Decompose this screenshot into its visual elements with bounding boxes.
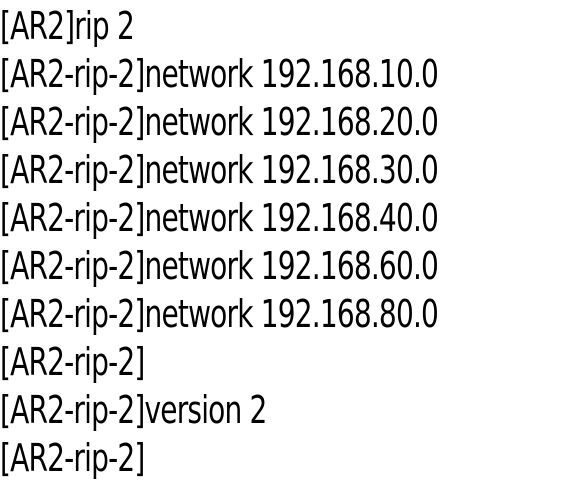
terminal-line-5: [AR2-rip-2]network 192.168.40.0	[0, 194, 466, 242]
command-text: rip 2	[74, 4, 135, 48]
terminal-line-9: [AR2-rip-2]version 2	[0, 386, 466, 434]
command-text: version 2	[144, 388, 268, 432]
terminal-line-8: [AR2-rip-2]	[0, 338, 466, 386]
prompt: [AR2-rip-2]	[0, 292, 145, 336]
prompt: [AR2-rip-2]	[0, 436, 145, 480]
command-text: network 192.168.80.0	[144, 292, 439, 336]
command-text: network 192.168.40.0	[144, 196, 439, 240]
terminal-line-7: [AR2-rip-2]network 192.168.80.0	[0, 290, 466, 338]
command-text: network 192.168.20.0	[144, 100, 439, 144]
command-text: network 192.168.60.0	[144, 244, 439, 288]
prompt: [AR2-rip-2]	[0, 148, 145, 192]
terminal-line-4: [AR2-rip-2]network 192.168.30.0	[0, 146, 466, 194]
command-text: network 192.168.10.0	[144, 52, 439, 96]
terminal-line-10: [AR2-rip-2]	[0, 434, 466, 482]
terminal-line-6: [AR2-rip-2]network 192.168.60.0	[0, 242, 466, 290]
prompt: [AR2-rip-2]	[0, 388, 145, 432]
terminal-line-3: [AR2-rip-2]network 192.168.20.0	[0, 98, 466, 146]
prompt: [AR2]	[0, 4, 75, 48]
prompt: [AR2-rip-2]	[0, 244, 145, 288]
terminal-line-1: [AR2]rip 2	[0, 2, 466, 50]
prompt: [AR2-rip-2]	[0, 52, 145, 96]
prompt: [AR2-rip-2]	[0, 340, 145, 384]
prompt: [AR2-rip-2]	[0, 100, 145, 144]
terminal-line-2: [AR2-rip-2]network 192.168.10.0	[0, 50, 466, 98]
command-text: network 192.168.30.0	[144, 148, 439, 192]
prompt: [AR2-rip-2]	[0, 196, 145, 240]
